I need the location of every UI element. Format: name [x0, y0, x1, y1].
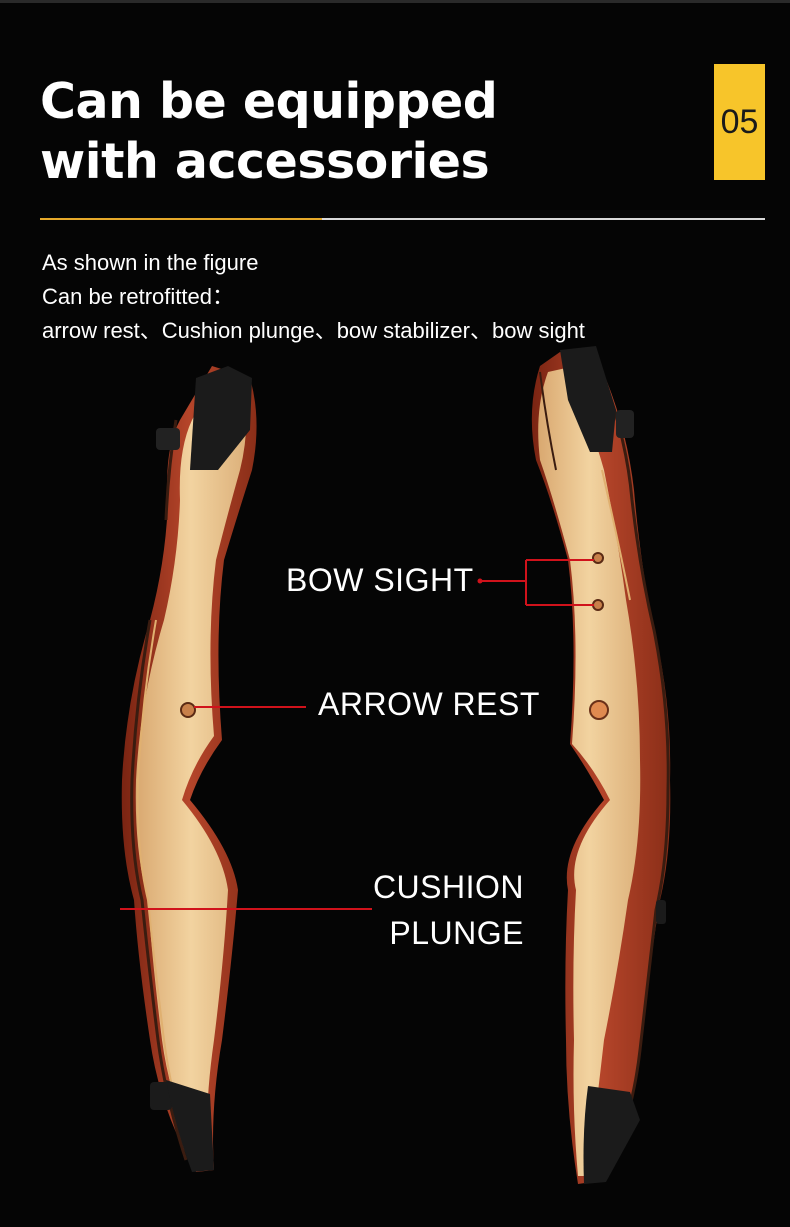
bow-sight-line	[480, 559, 594, 606]
cushion-plunge-label-line-2: PLUNGE	[389, 915, 524, 951]
bow-sight-label: BOW SIGHT	[286, 562, 474, 598]
intro-text: As shown in the figure Can be retrofitte…	[42, 246, 762, 348]
cushion-plunge-label-line-1: CUSHION	[372, 869, 524, 905]
right-riser	[531, 346, 671, 1184]
callout-lines	[120, 559, 594, 910]
title-line-1: Can be equipped	[40, 73, 498, 130]
intro-line-3: arrow rest、Cushion plunge、bow stabilizer…	[42, 318, 585, 343]
left-riser	[121, 366, 257, 1172]
top-border	[0, 0, 790, 3]
title-line-2: with accessories	[40, 133, 490, 190]
section-number-badge: 05	[714, 64, 765, 180]
divider	[40, 218, 765, 220]
divider-accent	[40, 218, 322, 220]
intro-line-1: As shown in the figure	[42, 250, 259, 275]
arrow-rest-label: ARROW REST	[318, 686, 540, 722]
page-title: Can be equipped with accessories	[40, 72, 600, 192]
intro-line-2: Can be retrofitted：	[42, 284, 234, 309]
cushion-plunge-label: CUSHION PLUNGE	[340, 864, 524, 956]
